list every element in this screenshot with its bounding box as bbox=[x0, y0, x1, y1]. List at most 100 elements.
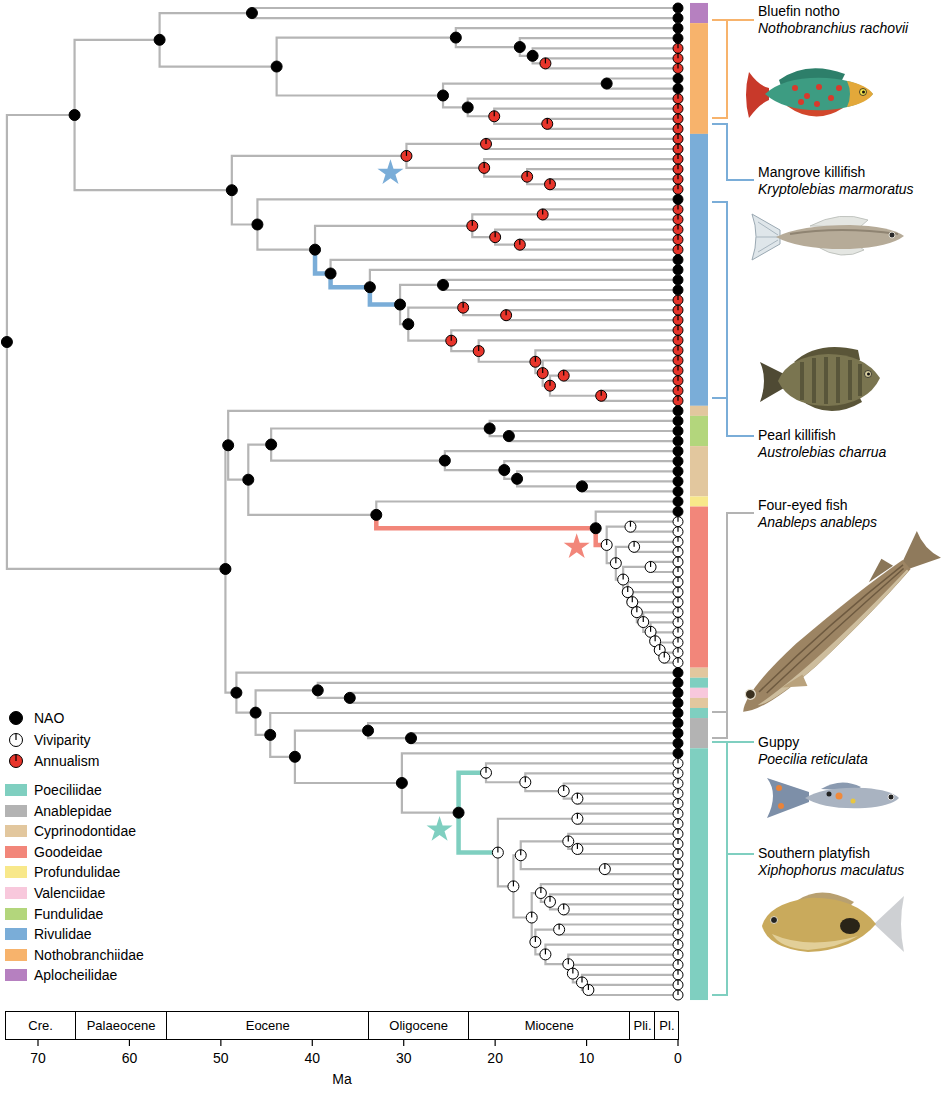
state-marker bbox=[395, 299, 406, 310]
tip-marker bbox=[673, 748, 683, 758]
state-marker bbox=[515, 850, 526, 861]
state-marker bbox=[659, 652, 670, 663]
tip-marker bbox=[673, 527, 683, 537]
tip-marker bbox=[673, 708, 683, 718]
state-marker bbox=[522, 171, 533, 182]
tip-marker bbox=[677, 859, 678, 864]
state-marker bbox=[499, 465, 510, 476]
state-marker bbox=[563, 836, 574, 847]
state-marker bbox=[246, 8, 257, 19]
fish-spot bbox=[828, 95, 834, 101]
family-bar bbox=[690, 668, 708, 678]
legend-label: Goodeidae bbox=[34, 844, 103, 860]
state-marker bbox=[484, 423, 495, 434]
tree-branch bbox=[550, 179, 678, 184]
state-marker bbox=[542, 118, 553, 129]
state-marker bbox=[446, 335, 457, 346]
tip-marker bbox=[677, 295, 678, 300]
tip-marker bbox=[677, 587, 678, 592]
tip-marker bbox=[673, 678, 683, 688]
tree-branch bbox=[494, 109, 678, 117]
tip-marker bbox=[677, 779, 678, 784]
tree-branch bbox=[443, 84, 607, 96]
tree-branch bbox=[504, 461, 678, 470]
fish-spot bbox=[778, 803, 784, 809]
tree-branch bbox=[463, 308, 506, 316]
state-marker bbox=[325, 268, 336, 279]
tip-marker bbox=[673, 557, 683, 567]
tip-marker bbox=[673, 94, 683, 104]
state-marker bbox=[643, 617, 644, 623]
tip-marker bbox=[673, 567, 683, 577]
state-marker bbox=[223, 440, 234, 451]
state-marker bbox=[601, 390, 602, 396]
tree-branch bbox=[547, 119, 678, 124]
tree-branch bbox=[550, 184, 678, 189]
legend-label: Anablepidae bbox=[34, 803, 112, 819]
tree-branch bbox=[486, 763, 678, 772]
state-marker bbox=[590, 523, 601, 534]
state-marker bbox=[537, 209, 548, 220]
tip-marker bbox=[673, 3, 683, 13]
tip-marker bbox=[673, 154, 683, 164]
tip-marker bbox=[673, 426, 683, 436]
fish-tail bbox=[752, 214, 780, 260]
species-name: Bluefin notho bbox=[758, 3, 840, 19]
legend-swatch bbox=[5, 784, 27, 796]
tip-marker bbox=[673, 104, 683, 114]
fish-tail bbox=[874, 896, 904, 952]
tip-marker bbox=[673, 255, 683, 265]
tree-branch bbox=[545, 945, 678, 955]
fish-spot bbox=[798, 99, 804, 105]
time-period-box: Pl. bbox=[654, 1011, 679, 1040]
tip-marker bbox=[677, 557, 678, 562]
state-marker bbox=[545, 380, 556, 391]
tip-marker bbox=[677, 144, 678, 149]
state-marker bbox=[627, 597, 638, 608]
tip-marker bbox=[673, 789, 683, 799]
tip-marker bbox=[673, 215, 683, 225]
state-marker bbox=[265, 729, 276, 740]
tip-marker bbox=[673, 366, 683, 376]
tip-marker bbox=[673, 537, 683, 547]
state-marker bbox=[549, 380, 550, 386]
tip-marker bbox=[677, 849, 678, 854]
tree-branch bbox=[517, 479, 582, 487]
tip-marker bbox=[673, 386, 683, 396]
tip-marker bbox=[673, 718, 683, 728]
tip-marker bbox=[677, 527, 678, 532]
tip-marker bbox=[673, 668, 683, 678]
state-marker bbox=[599, 864, 610, 875]
tip-marker bbox=[673, 587, 683, 597]
state-marker bbox=[364, 282, 375, 293]
state-marker bbox=[252, 219, 263, 230]
tip-marker bbox=[673, 940, 683, 950]
state-marker bbox=[458, 302, 469, 313]
state-marker bbox=[401, 150, 412, 161]
state-marker bbox=[310, 244, 321, 255]
leader-line bbox=[712, 742, 754, 995]
tip-marker bbox=[673, 225, 683, 235]
state-marker bbox=[568, 959, 569, 965]
tip-marker bbox=[677, 225, 678, 230]
tip-marker bbox=[673, 446, 683, 456]
state-marker bbox=[344, 692, 355, 703]
state-marker bbox=[69, 110, 80, 121]
state-marker bbox=[572, 793, 583, 804]
state-marker bbox=[615, 558, 616, 564]
axis-tick-label: 40 bbox=[304, 1050, 320, 1066]
period-label: Miocene bbox=[525, 1018, 574, 1033]
state-marker bbox=[462, 102, 473, 113]
state-marker bbox=[406, 733, 417, 744]
fish-tail bbox=[756, 222, 778, 252]
state-marker bbox=[542, 209, 543, 215]
legend-symbol bbox=[10, 755, 23, 768]
state-marker bbox=[610, 558, 621, 569]
legend-symbol bbox=[5, 752, 27, 770]
state-marker bbox=[581, 977, 582, 983]
state-marker bbox=[231, 687, 242, 698]
legend-swatch bbox=[5, 825, 27, 837]
tip-marker bbox=[673, 920, 683, 930]
family-bar bbox=[690, 688, 708, 698]
tree-branch bbox=[634, 542, 678, 547]
